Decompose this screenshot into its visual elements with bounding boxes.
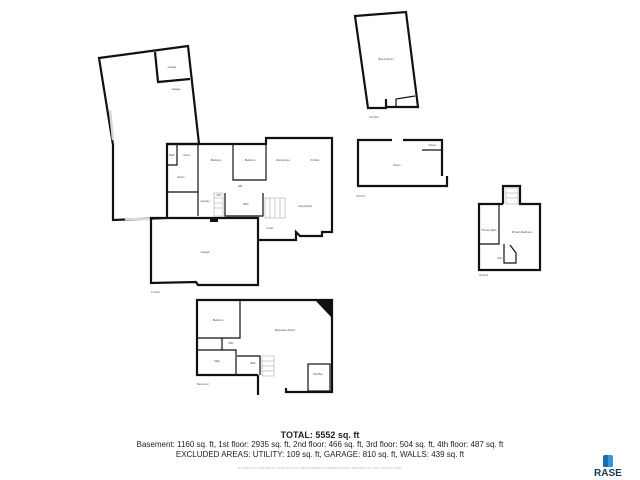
room-label: Garage	[168, 65, 177, 69]
room-label: WIC	[497, 256, 502, 260]
area-summary: TOTAL: 5552 sq. ft Basement: 1160 sq. ft…	[0, 430, 640, 470]
wall	[503, 244, 517, 264]
room-label: Dining Area	[276, 158, 290, 162]
room-label: Bath	[250, 361, 256, 365]
room-label: Bonus Room	[379, 57, 394, 61]
wall	[167, 136, 334, 242]
room-label: Room	[394, 163, 401, 167]
room-label: WIC	[216, 193, 221, 197]
room-label: Garage	[201, 250, 210, 254]
basement-plan: Bedroom Recreation Room WIC Utility Bath…	[195, 298, 334, 395]
room-label: Primary Bedroom	[512, 230, 532, 234]
room-label: Wet Bar	[313, 372, 322, 376]
room-label: Bedroom	[211, 158, 222, 162]
wall	[97, 44, 201, 222]
room-label: Utility	[214, 359, 221, 363]
room-label: Laundry	[200, 199, 210, 203]
wall	[195, 298, 334, 394]
chimney	[210, 217, 218, 222]
excluded-areas: EXCLUDED AREAS: UTILITY: 109 sq. ft, GAR…	[175, 450, 465, 459]
wall	[224, 193, 264, 217]
wall	[403, 138, 444, 176]
wall	[356, 138, 449, 188]
room-label: Kitchen	[311, 158, 320, 162]
second-floor-plan: Bonus Room 2nd floor	[353, 10, 420, 119]
room-label: Hall	[238, 184, 243, 188]
wall	[395, 95, 416, 107]
wet-bar	[307, 363, 331, 392]
room-label: Living Room	[298, 204, 312, 208]
room-label: Garage	[172, 87, 181, 91]
logo-text: RASE	[594, 468, 622, 479]
total-area: TOTAL: 5552 sq. ft	[280, 430, 360, 440]
room-label: Primary Bath	[482, 228, 498, 232]
third-floor-plan: Room Closet 3rd floor	[356, 138, 449, 198]
disclaimer: FLOOR PLAN CREATED BY CUBICASA APP. MEAS…	[237, 466, 403, 470]
rase-logo: RASE	[594, 455, 622, 479]
first-floor-plan: Garage Garage Bath Room Bedroom Bedroom …	[97, 44, 334, 294]
room-label: Bath	[243, 202, 249, 206]
logo-mark-icon	[602, 455, 613, 467]
room-label: Bath	[169, 153, 175, 157]
room-label: Room	[184, 153, 191, 157]
wall	[149, 216, 260, 287]
floor-label: 3rd floor	[356, 194, 366, 198]
window	[108, 109, 115, 141]
floor-label: 1st floor	[151, 290, 160, 294]
floor-label: Basement	[197, 382, 209, 386]
room-label: Bedroom	[245, 158, 256, 162]
room-label: Foyer	[267, 226, 274, 230]
staircase	[505, 187, 519, 205]
fireplace	[315, 300, 332, 318]
wall	[237, 355, 261, 375]
wall	[353, 10, 420, 110]
wall	[479, 204, 500, 245]
staircase	[213, 192, 286, 219]
floor-label: 2nd floor	[369, 115, 379, 119]
wall	[153, 51, 191, 84]
room-label: WIC	[228, 341, 233, 345]
room-label: Room	[178, 175, 185, 179]
staircase	[261, 355, 275, 377]
wall	[196, 300, 241, 375]
wall	[477, 184, 542, 272]
fourth-floor-plan: Primary Bath Primary Bedroom WIC 4th flo…	[477, 184, 542, 277]
wall	[167, 144, 178, 166]
floor-label: 4th floor	[479, 273, 489, 277]
wall	[232, 138, 267, 181]
floor-breakdown: Basement: 1160 sq. ft, 1st floor: 2935 s…	[136, 440, 504, 449]
room-label: Recreation Room	[275, 328, 295, 332]
room-label: Closet	[428, 143, 436, 147]
room-label: Bedroom	[213, 318, 224, 322]
